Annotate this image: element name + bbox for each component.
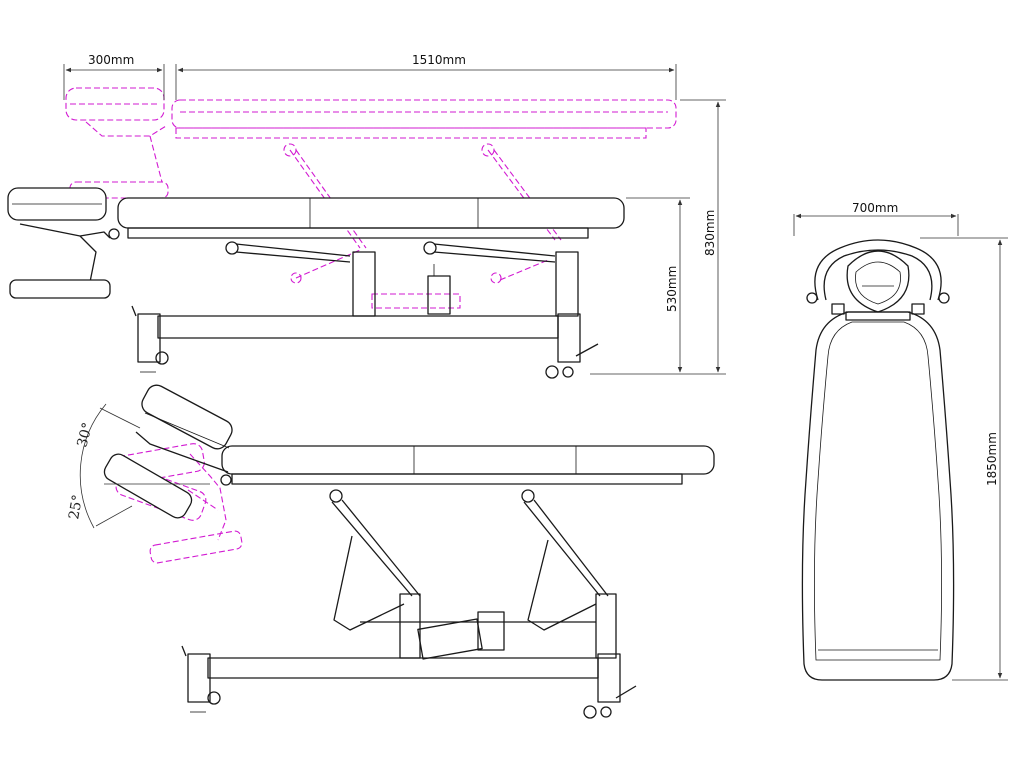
dim-label-1510: 1510mm xyxy=(412,53,466,67)
bed-raised xyxy=(103,384,715,719)
dimension-lines-top xyxy=(63,64,726,375)
dim-label-700: 700mm xyxy=(852,201,898,215)
headrest-alternate-positions xyxy=(111,443,243,564)
angle-label-25: 25° xyxy=(66,493,86,520)
top-view: 700mm 1850mm xyxy=(793,201,1008,681)
angle-label-30: 30° xyxy=(74,421,96,449)
dim-label-1850: 1850mm xyxy=(985,432,999,486)
bed-lowered xyxy=(7,187,625,379)
dim-label-530: 530mm xyxy=(665,266,679,312)
side-view-top: 300mm 1510mm 530mm 830mm xyxy=(7,53,726,379)
dim-label-300: 300mm xyxy=(88,53,134,67)
angle-indicators xyxy=(79,403,210,529)
dim-label-830: 830mm xyxy=(703,210,717,256)
side-view-bottom: 30° 25° xyxy=(66,384,715,719)
